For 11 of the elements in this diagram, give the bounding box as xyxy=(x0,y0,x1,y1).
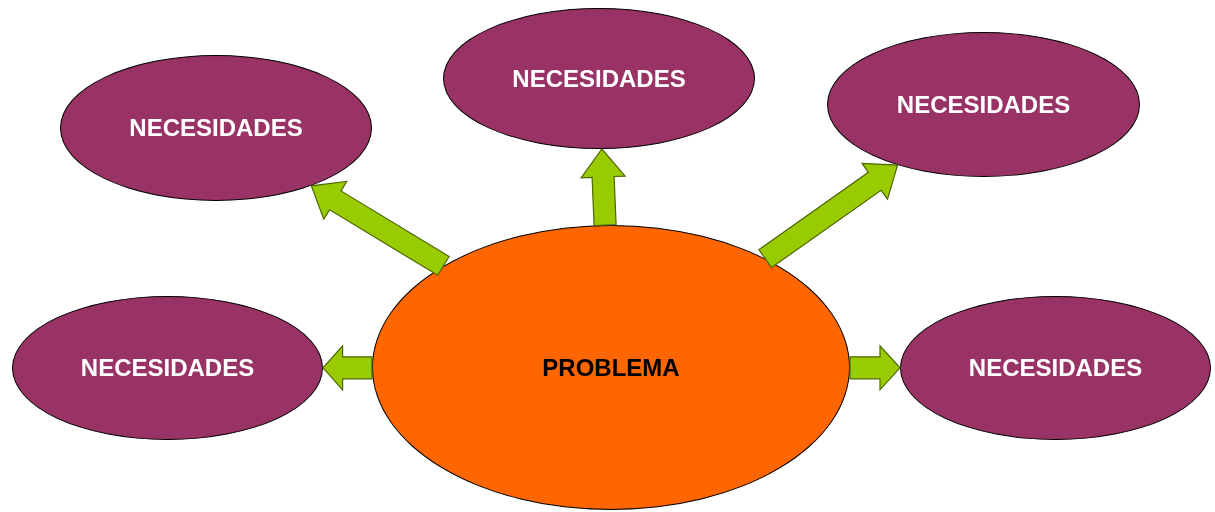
node-label: PROBLEMA xyxy=(542,353,680,382)
node-label: NECESIDADES xyxy=(80,354,255,382)
node-label: NECESIDADES xyxy=(968,354,1143,382)
block-arrow xyxy=(849,344,901,392)
block-arrow xyxy=(310,180,450,277)
block-arrow xyxy=(758,162,899,269)
node-label: NECESIDADES xyxy=(512,64,686,93)
node-label: NECESIDADES xyxy=(896,90,1071,119)
block-arrow xyxy=(579,148,627,227)
node-label: NECESIDADES xyxy=(129,114,303,142)
block-arrow xyxy=(322,344,373,392)
